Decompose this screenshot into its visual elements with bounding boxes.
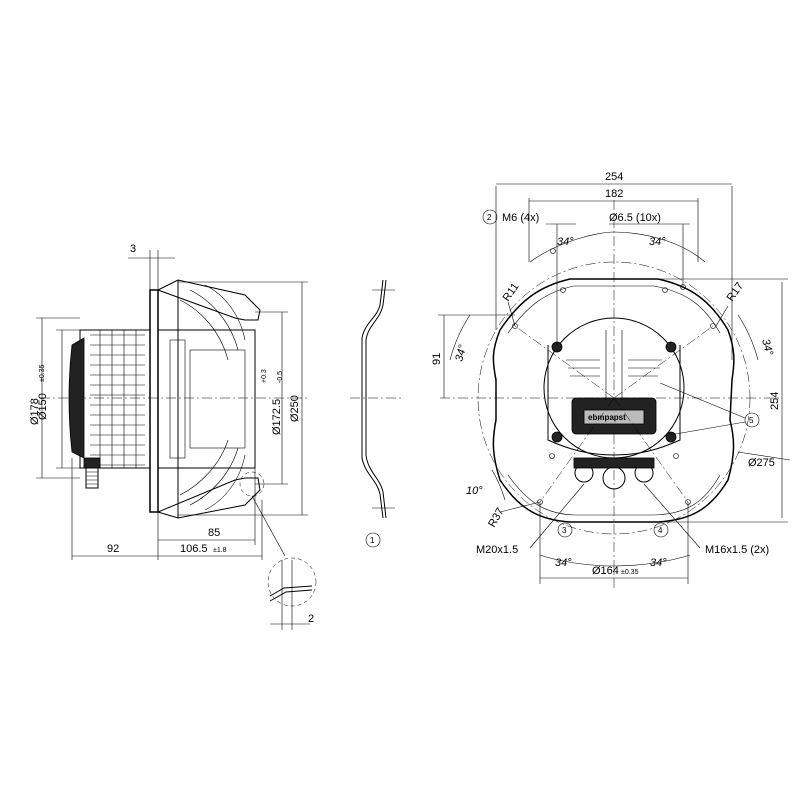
angle-34-top-right: 34° <box>649 236 666 248</box>
dim-182-label: 182 <box>605 188 623 200</box>
r37-label: R37 <box>486 506 506 529</box>
callout-2-text: 2 <box>487 213 492 222</box>
callout-2-circle <box>482 209 498 225</box>
callout-3-circle <box>557 522 573 538</box>
cable-gland <box>83 457 101 489</box>
dim-250-label: Ø250 <box>289 395 301 422</box>
callout-4-text: 4 <box>658 526 663 535</box>
dim-164-label: Ø164 <box>592 565 619 577</box>
callout-3-text: 3 <box>562 526 567 535</box>
motor-fins <box>90 330 145 468</box>
angle-34-right: 34° <box>759 338 775 358</box>
angle-34-top-left: 34° <box>557 236 574 248</box>
dim-178-label: Ø178 <box>29 398 41 425</box>
dim-164-tol: ±0.35 <box>621 569 639 576</box>
brand-label: ebmpapst <box>588 413 626 422</box>
angle-10-label: 10° <box>466 485 483 497</box>
dim-85-label: 85 <box>208 527 220 539</box>
callout-1-circle <box>365 532 381 548</box>
m20-label: M20x1.5 <box>476 544 518 556</box>
callout-5-text: 5 <box>749 416 754 425</box>
hole-label: Ø6.5 (10x) <box>609 212 661 224</box>
dim-91-label: 91 <box>431 353 443 365</box>
impeller <box>156 279 261 519</box>
callout-4-circle <box>653 522 669 538</box>
m6-label: M6 (4x) <box>502 212 539 224</box>
dim-254-width-label: 254 <box>605 171 623 183</box>
dim-172-5-tol-plus: +0.3 <box>261 369 268 383</box>
dim-92-label: 92 <box>107 543 119 555</box>
side-dimensions: 3 Ø178 Ø150 ±0.35 Ø172.5 +0.3 -0.5 Ø250 <box>29 243 308 560</box>
screw-bottom-right <box>665 431 677 443</box>
screw-top-right <box>665 341 677 353</box>
m16-label: M16x1.5 (2x) <box>705 544 769 556</box>
r17-label: R17 <box>725 280 746 303</box>
dim-172-5-tol-minus: -0.5 <box>277 371 284 383</box>
dim-275-label: Ø275 <box>748 457 775 469</box>
dim-106-5-tol: ±1.8 <box>213 547 227 554</box>
front-view: ebmpapst <box>431 171 791 590</box>
detail-view: 2 <box>251 495 317 630</box>
r11-label: R11 <box>501 281 522 304</box>
dim-3-label: 3 <box>130 243 136 255</box>
dim-150-tol: ±0.35 <box>39 364 46 382</box>
dim-254-height-label: 254 <box>769 392 781 410</box>
inlet-nozzle-section: 1 <box>350 279 402 548</box>
dim-106-5-label: 106.5 <box>180 543 208 555</box>
callout-1-text: 1 <box>370 536 375 545</box>
dim-172-5-label: Ø172.5 <box>271 399 283 435</box>
housing-outline <box>492 278 735 523</box>
angle-34-bottom-right: 34° <box>650 557 667 569</box>
brand-plate <box>583 409 645 425</box>
dim-2-label: 2 <box>308 613 314 625</box>
callout-5-circle <box>744 412 760 428</box>
angle-34-bottom-left: 34° <box>555 557 572 569</box>
cable-glands-front <box>573 457 655 490</box>
dim-150-label: Ø150 <box>37 393 49 420</box>
angle-34-left: 34° <box>453 343 469 363</box>
side-view: 3 Ø178 Ø150 ±0.35 Ø172.5 +0.3 -0.5 Ø250 <box>29 243 317 630</box>
screw-bottom-left <box>551 431 563 443</box>
